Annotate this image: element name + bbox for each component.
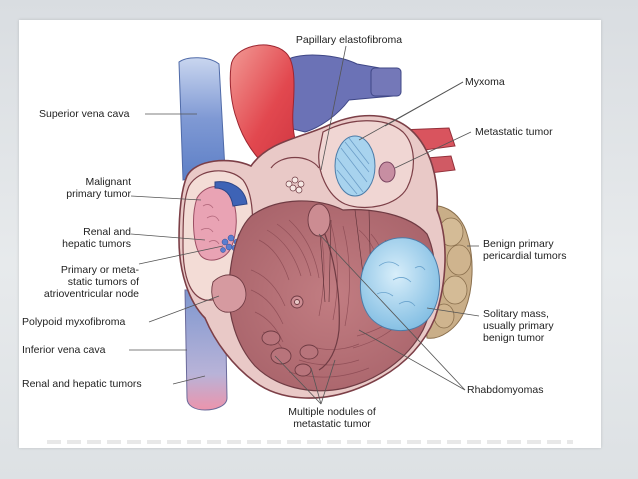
label-multiple-line-2: metastatic tumor — [293, 418, 371, 430]
label-rhabdomyomas: Rhabdomyomas — [467, 384, 544, 396]
metastatic-nodules-shape — [261, 330, 319, 377]
label-benign-line-1: Benign primary — [483, 238, 554, 250]
solitary-mass-shape — [360, 237, 441, 332]
label-av-node-tumors: Primary or meta- static tumors of atriov… — [19, 264, 139, 300]
label-solitary-line-3: benign tumor — [483, 332, 545, 344]
label-benign-pericardial-tumors: Benign primary pericardial tumors — [483, 238, 566, 262]
label-malignant-primary-tumor: Malignant primary tumor — [29, 176, 131, 200]
label-malignant-line-2: primary tumor — [66, 188, 131, 200]
figure-panel: Papillary elastofibroma Myxoma Metastati… — [19, 20, 601, 448]
label-renal-hepatic-tumors: Renal and hepatic tumors — [29, 226, 131, 250]
superior-vena-cava-shape — [178, 57, 226, 181]
label-av-line-1: Primary or meta- — [60, 264, 139, 276]
label-solitary-line-2: usually primary — [483, 320, 554, 332]
label-av-line-2: static tumors of — [67, 276, 139, 288]
label-metastatic-tumor: Metastatic tumor — [475, 126, 553, 138]
label-polypoid-myxofibroma: Polypoid myxofibroma — [22, 316, 126, 328]
myxoma-shape — [334, 135, 376, 197]
pulmonary-vein-shape — [370, 67, 402, 97]
label-papillary-elastofibroma: Papillary elastofibroma — [295, 34, 403, 46]
rhabdomyoma-shape — [290, 203, 331, 309]
label-myxoma: Myxoma — [465, 76, 505, 88]
heart-tumor-diagram — [129, 44, 480, 411]
label-multiple-line-1: Multiple nodules of — [288, 406, 376, 418]
faded-caption-strip — [47, 440, 573, 444]
interventricular-septum — [318, 219, 340, 371]
label-solitary-line-1: Solitary mass, — [483, 308, 549, 320]
label-superior-vena-cava: Superior vena cava — [39, 108, 130, 120]
metastatic-tumor-shape — [378, 161, 396, 183]
papillary-elastofibroma-shape — [285, 176, 305, 194]
label-renal-hepatic-line-1: Renal and — [83, 226, 131, 238]
label-malignant-line-1: Malignant — [85, 176, 131, 188]
chordae-tendineae — [318, 209, 372, 303]
label-renal-hepatic-bottom: Renal and hepatic tumors — [22, 378, 142, 390]
label-benign-line-2: pericardial tumors — [483, 250, 567, 262]
polypoid-myxofibroma-shape — [211, 274, 247, 313]
label-renal-hepatic-line-2: hepatic tumors — [62, 238, 131, 250]
label-av-line-3: atrioventricular node — [43, 288, 139, 300]
leader-lines — [129, 45, 480, 405]
label-inferior-vena-cava: Inferior vena cava — [22, 344, 106, 356]
label-solitary-mass: Solitary mass, usually primary benign tu… — [483, 308, 554, 344]
label-multiple-nodules: Multiple nodules of metastatic tumor — [277, 406, 387, 430]
